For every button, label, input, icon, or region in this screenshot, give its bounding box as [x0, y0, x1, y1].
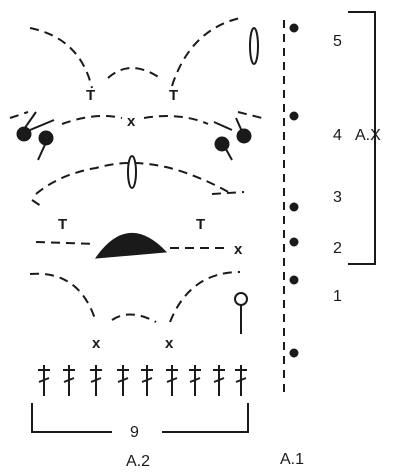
a1-dot-row3: [289, 202, 299, 212]
a1-dot-row2: [289, 237, 299, 247]
row4-puff-right-a: [214, 136, 230, 152]
base-stitches: [38, 365, 247, 396]
row5-arc-right: [171, 17, 241, 87]
row-label-5: 5: [333, 33, 342, 50]
a1-dot-base: [289, 348, 299, 358]
chart-label-a1: A.1: [280, 451, 304, 468]
base-stitch: [189, 365, 201, 396]
count-bracket: [31, 403, 249, 433]
row3-treble-right: T: [196, 216, 205, 233]
row4-puff-left-b: [38, 130, 54, 146]
row4-arc-left: [61, 115, 123, 125]
row-label-1: 1: [333, 288, 342, 305]
a1-dot-row5: [289, 23, 299, 33]
row3-chain-loop: [127, 155, 137, 189]
base-stitch: [90, 365, 102, 396]
base-stitch: [213, 365, 225, 396]
row4-dash-right-edge: [237, 111, 263, 119]
row5-arc-center: [107, 67, 161, 79]
row2-cross: x: [234, 241, 243, 258]
base-stitch: [141, 365, 153, 396]
row4-puff-left-a: [16, 126, 32, 142]
row2-dash-left: [35, 241, 97, 245]
base-stitch: [63, 365, 75, 396]
base-stitch: [38, 365, 50, 396]
row1-arc-center: [111, 313, 157, 323]
a1-dot-row4: [289, 111, 299, 121]
row-label-2: 2: [333, 240, 342, 257]
row1-slip-stitch: [234, 292, 248, 306]
row4-cross: x: [127, 113, 136, 130]
row4-arc-right: [143, 115, 209, 125]
row-label-4: 4: [333, 127, 342, 144]
repeat-label: A.X: [355, 127, 381, 144]
row1-cross-right: x: [165, 335, 174, 352]
base-stitch: [235, 365, 247, 396]
chart-label-a2: A.2: [126, 453, 150, 470]
repeat-bracket: [348, 11, 376, 265]
row4-puff-right-b: [236, 128, 252, 144]
row-label-3: 3: [333, 189, 342, 206]
base-stitch: [117, 365, 129, 396]
row5-treble-right: T: [169, 87, 178, 104]
base-stitch: [166, 365, 178, 396]
row1-cross-left: x: [92, 335, 101, 352]
a1-dot-row1: [289, 275, 299, 285]
row4-dash-left-edge: [9, 111, 29, 119]
row5-treble-left: T: [86, 87, 95, 104]
row3-treble-left: T: [58, 216, 67, 233]
row3-dash-right: [211, 191, 245, 195]
row5-chain-loop: [249, 27, 259, 65]
row1-arc-left: [29, 272, 97, 323]
row5-arc-left: [29, 27, 93, 89]
row3-arc: [35, 162, 233, 195]
row3-dash-left: [31, 199, 45, 209]
count-label: 9: [130, 424, 139, 441]
row1-arc-right: [169, 271, 241, 323]
row2-shell: [94, 233, 168, 259]
